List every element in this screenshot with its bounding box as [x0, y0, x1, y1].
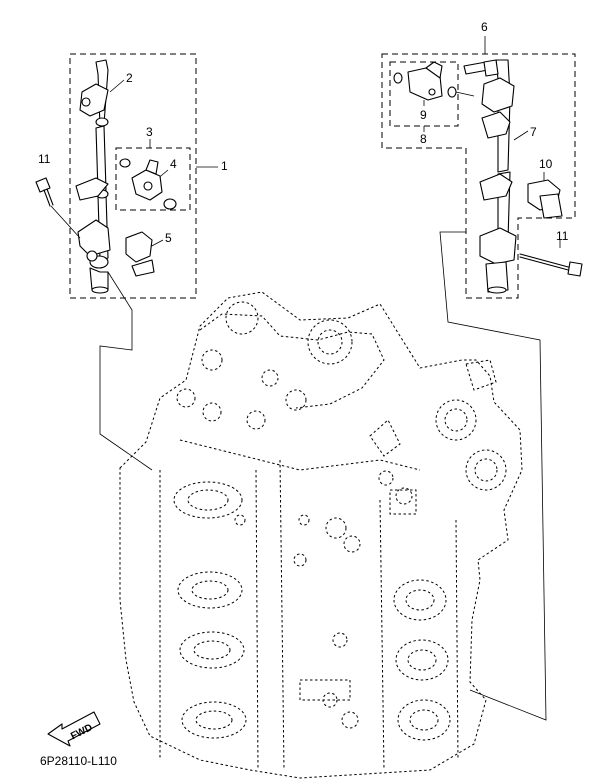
bolt-11-left [35, 177, 81, 239]
callout-2: 2 [126, 71, 133, 85]
bolt-11-right [519, 253, 583, 277]
callout-4: 4 [170, 157, 177, 171]
callout-11-left: 11 [38, 152, 51, 166]
left-injector-rail-group [35, 53, 218, 299]
callout-9: 9 [420, 108, 427, 122]
group-1-frame [69, 53, 197, 299]
o-ring-3b [163, 198, 177, 210]
cylinder-block-phantom [119, 291, 523, 779]
fuel-rail-right [463, 59, 517, 294]
callout-5: 5 [165, 231, 172, 245]
clip-5 [125, 231, 155, 277]
o-ring-3 [119, 158, 131, 168]
group-3-frame [115, 147, 191, 211]
clip-10 [527, 179, 563, 219]
callout-7: 7 [530, 125, 537, 139]
drawing-code: 6P28110-L110 [40, 754, 117, 768]
o-ring-9 [393, 72, 403, 84]
left-leader [99, 271, 153, 471]
callout-8: 8 [420, 132, 427, 146]
group-6-frame [381, 53, 576, 299]
callout-6: 6 [481, 20, 488, 34]
callout-3: 3 [146, 125, 153, 139]
right-injector-rail-group [381, 36, 583, 721]
callout-11-right: 11 [556, 229, 569, 243]
fwd-arrow-icon: FWD [47, 711, 101, 747]
fuel-rail-left [75, 59, 111, 294]
fitting-4 [131, 159, 163, 201]
callout-10: 10 [539, 157, 553, 171]
callout-1: 1 [221, 159, 228, 173]
fitting-8 [407, 61, 443, 101]
